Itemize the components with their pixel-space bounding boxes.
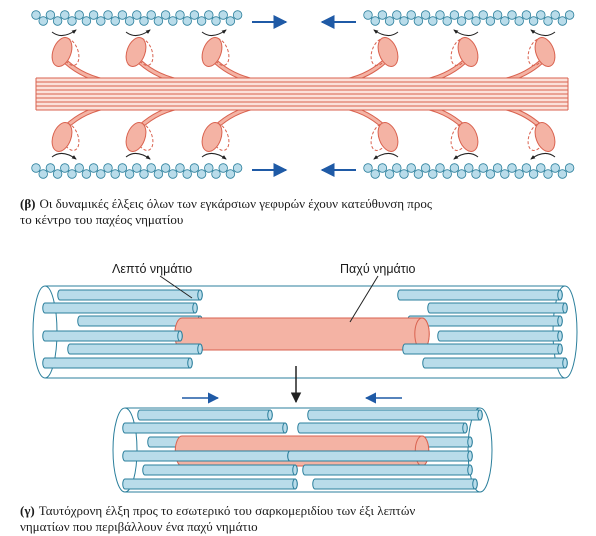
thin-filament	[427, 302, 568, 314]
thin-filament	[42, 302, 198, 314]
cross-bridge	[125, 29, 187, 85]
cross-bridge	[417, 29, 479, 85]
thin-filament	[312, 478, 478, 490]
cross-bridge	[51, 103, 113, 160]
caption-c-letter: (γ)	[20, 503, 35, 518]
caption-c-line2: νηματίων που περιβάλλουν ένα παχύ νημάτι…	[20, 519, 258, 534]
leader-thin-filament	[159, 275, 193, 299]
thin-filament	[42, 330, 183, 342]
thin-filament	[42, 357, 193, 369]
cross-bridge	[494, 29, 556, 85]
thick-filament	[174, 317, 430, 351]
caption-c-line1: Ταυτόχρονη έλξη προς το εσωτερικό του σα…	[38, 503, 416, 518]
actin-filament-top-left	[31, 10, 243, 26]
thin-filament	[402, 343, 563, 355]
caption-b-cont: το κέντρο του παχέος νηματίου	[20, 212, 183, 228]
panel-c-bottom-cylinder	[112, 392, 493, 493]
actin-filament-bottom-left	[31, 163, 243, 179]
cross-bridge	[337, 29, 399, 85]
caption-b: (β)Οι δυναμικές έλξεις όλων των εγκάρσιω…	[20, 196, 432, 212]
caption-b-letter: (β)	[20, 196, 36, 211]
cross-bridge	[417, 103, 479, 160]
cross-bridge	[125, 103, 187, 160]
panel-c-top-cylinder	[32, 285, 578, 379]
thin-filament	[57, 289, 203, 301]
thin-filament	[142, 464, 298, 476]
label-thin-filament: Λεπτό νημάτιο	[112, 262, 193, 276]
caption-b-line2: το κέντρο του παχέος νηματίου	[20, 212, 184, 227]
caption-b-line1: Οι δυναμικές έλξεις όλων των εγκάρσιων γ…	[39, 196, 432, 211]
leader-thick-filament	[349, 275, 379, 323]
thin-filament	[422, 357, 568, 369]
cross-bridge	[201, 103, 263, 160]
caption-c: (γ)Ταυτόχρονη έλξη προς το εσωτερικό του…	[20, 503, 415, 519]
thin-filament	[67, 343, 203, 355]
cross-bridge	[337, 103, 399, 160]
actin-filament-top-right	[363, 10, 575, 26]
thick-filament-bundle	[35, 77, 569, 111]
cross-bridge	[201, 29, 263, 85]
thin-filament	[302, 464, 473, 476]
actin-filament-bottom-right	[363, 163, 575, 179]
caption-c-cont: νηματίων που περιβάλλουν ένα παχύ νημάτι…	[20, 519, 258, 535]
thin-filament	[437, 330, 563, 342]
thin-filament	[122, 422, 288, 434]
thin-filament	[122, 478, 298, 490]
cross-bridge	[51, 29, 113, 85]
panel-b-sarcomere	[31, 10, 575, 179]
label-thick-filament: Παχύ νημάτιο	[340, 262, 416, 276]
thin-filament	[397, 289, 563, 301]
thin-filament	[307, 409, 483, 421]
thin-filament	[137, 409, 273, 421]
thin-filament	[287, 450, 473, 462]
thin-filament	[297, 422, 468, 434]
cross-bridge	[494, 103, 556, 160]
thin-filament	[407, 315, 563, 327]
thin-filament	[122, 450, 293, 462]
